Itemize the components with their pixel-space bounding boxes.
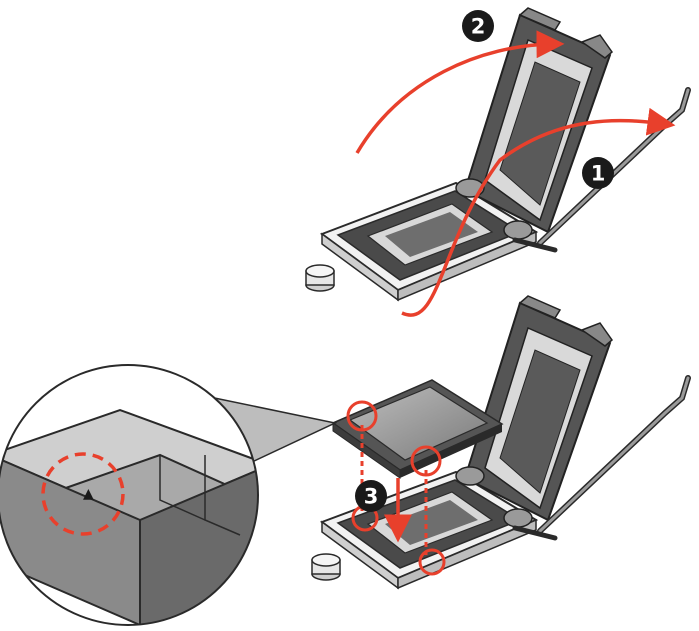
arrow-step-2: [355, 30, 565, 154]
zoom-lens-outline: [0, 364, 259, 626]
notch-marker-socket-right: [418, 548, 446, 576]
socket-protective-cap-icon: [311, 553, 341, 581]
socket-base-top: [319, 181, 539, 302]
step-number-label: 3: [364, 485, 379, 509]
zoom-callout: ▲: [0, 364, 338, 626]
pin1-triangle-marker: ▲: [83, 486, 94, 502]
zoom-notch-highlight: [41, 452, 125, 536]
load-plate-bottom: [455, 295, 614, 528]
step-badge-1: 1: [582, 157, 614, 189]
socket-protective-cap-icon: [305, 264, 335, 292]
load-plate-top: [455, 7, 614, 240]
step-badge-3: 3: [355, 480, 387, 512]
arrow-step-1: [401, 107, 676, 317]
step-number-label: 2: [471, 15, 486, 39]
socket-open-bottom: 3: [311, 295, 691, 590]
step-number-label: 1: [591, 162, 606, 186]
notch-marker-cpu-left: [346, 400, 378, 432]
load-lever-bottom: [512, 375, 691, 541]
step-badge-2: 2: [462, 10, 494, 42]
notch-marker-cpu-right: [410, 445, 442, 477]
cpu-chip: [331, 379, 504, 479]
socket-open-top: 2 1: [305, 7, 691, 317]
